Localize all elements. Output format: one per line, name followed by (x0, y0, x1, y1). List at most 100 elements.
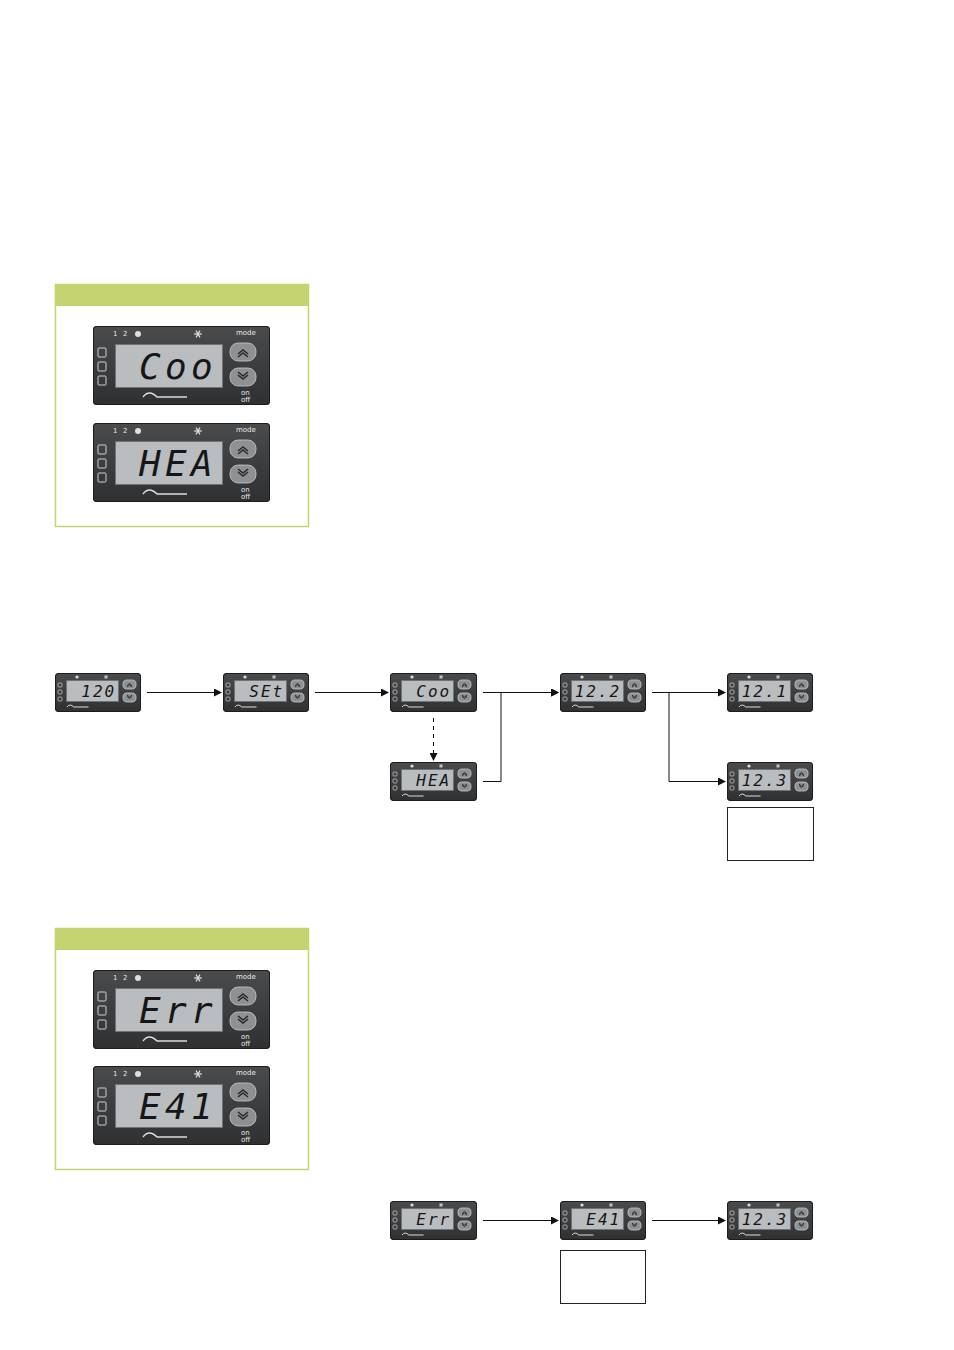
cool-icon (105, 675, 107, 679)
controller-display: Coo12modeonoff (93, 326, 270, 405)
panel-marking: off (241, 397, 250, 404)
status-icon (730, 779, 734, 783)
chevron (462, 774, 467, 776)
status-icon (393, 690, 397, 694)
chevron (238, 997, 248, 1001)
display-thumbnail: HEA (390, 762, 477, 801)
display-reading: 12.3 (742, 1210, 788, 1229)
button (795, 782, 808, 791)
status-icon (58, 690, 62, 694)
chevron (238, 450, 248, 454)
button (291, 680, 304, 689)
cool-icon (777, 1203, 779, 1207)
chevron (799, 695, 804, 697)
brand-mark (739, 1233, 761, 1235)
heat-icon (135, 975, 141, 981)
chevron (462, 784, 467, 786)
status-icon (98, 473, 106, 482)
status-icon (393, 1225, 397, 1229)
status-icon (98, 348, 106, 357)
heat-icon (747, 1203, 750, 1206)
brand-mark (402, 794, 424, 796)
chevron (238, 1016, 248, 1020)
lcd-screen: 12.3 (738, 1208, 791, 1230)
controller-display: Err12modeonoff (93, 970, 270, 1049)
cool-icon (196, 428, 200, 435)
panel-marking: 1 (113, 975, 117, 982)
heat-icon (747, 764, 750, 767)
heat-icon (75, 675, 78, 678)
cool-icon (440, 1203, 442, 1207)
status-icon (563, 690, 567, 694)
button (458, 1208, 471, 1217)
display-reading: 120 (81, 682, 116, 701)
button (795, 769, 808, 778)
display-reading: SEt (249, 682, 284, 701)
lcd-screen: Err (115, 988, 223, 1032)
button (230, 368, 256, 386)
panel-marking: mode (236, 1070, 256, 1077)
cool-icon (196, 975, 200, 982)
heat-icon (580, 1203, 583, 1206)
status-icon (98, 1006, 106, 1015)
display-reading: Coo (416, 682, 451, 701)
panel-marking: on (241, 1130, 250, 1137)
status-icon (98, 1102, 106, 1111)
status-icon (730, 1218, 734, 1222)
button (628, 680, 641, 689)
display-reading: Coo (139, 346, 217, 387)
panel-marking: 2 (123, 428, 127, 435)
display-reading: 12.2 (575, 682, 621, 701)
chevron (632, 685, 637, 687)
heat-icon (580, 675, 583, 678)
display-reading: E41 (586, 1210, 621, 1229)
chevron (799, 1223, 804, 1225)
note-box (728, 808, 814, 861)
lcd-screen: E41 (115, 1084, 223, 1128)
button (458, 782, 471, 791)
status-icon (98, 1116, 106, 1125)
lcd-screen: HEA (115, 441, 223, 485)
status-icon (98, 445, 106, 454)
panel-marking: 1 (113, 331, 117, 338)
flow-arrow (483, 1220, 558, 1221)
flow-arrow (315, 692, 388, 693)
panel-marking: off (241, 1041, 250, 1048)
heat-icon (410, 1203, 413, 1206)
cool-icon (273, 675, 275, 679)
button (628, 693, 641, 702)
panel-marking: on (241, 1034, 250, 1041)
lcd-screen: Coo (115, 344, 223, 388)
chevron (238, 1093, 248, 1097)
chevron (632, 1213, 637, 1215)
chevron (799, 774, 804, 776)
chevron (632, 695, 637, 697)
button (795, 1221, 808, 1230)
cool-icon (777, 764, 779, 768)
display-reading: Err (416, 1210, 451, 1229)
status-icon (730, 683, 734, 687)
panel-marking: on (241, 390, 250, 397)
heat-icon (135, 1071, 141, 1077)
display-thumbnail: 120 (55, 673, 141, 712)
lcd-screen: 12.1 (738, 680, 791, 702)
status-icon (393, 1211, 397, 1215)
display-reading: 12.3 (742, 771, 788, 790)
cool-icon (196, 428, 200, 435)
display-thumbnail: Coo (390, 673, 477, 712)
chevron (295, 695, 300, 697)
chevron (799, 784, 804, 786)
status-icon (730, 1211, 734, 1215)
panel-marking: mode (236, 974, 256, 981)
lcd-screen: HEA (401, 769, 454, 791)
heat-icon (410, 675, 413, 678)
status-icon (393, 683, 397, 687)
cool-icon (610, 675, 612, 679)
panel-marking: 2 (123, 331, 127, 338)
cool-icon (777, 1203, 779, 1207)
brand-mark (402, 1233, 424, 1235)
status-icon (393, 1218, 397, 1222)
button (795, 1208, 808, 1217)
button (458, 680, 471, 689)
